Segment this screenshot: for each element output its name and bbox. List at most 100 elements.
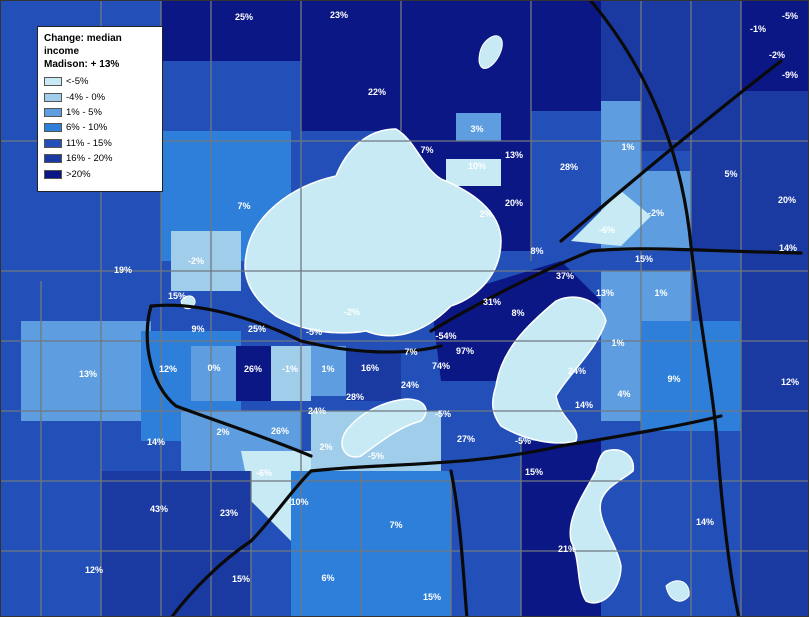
tract-percent-label: -5%	[514, 436, 532, 446]
legend-class-row: 6% - 10%	[44, 120, 156, 135]
legend-class-row: -4% - 0%	[44, 89, 156, 104]
tract-percent-label: 15%	[634, 254, 654, 264]
tract-north-light	[456, 113, 501, 141]
tract-far-sw	[1, 421, 101, 616]
east-washington-highway	[429, 247, 803, 333]
tract-percent-label: 14%	[574, 400, 594, 410]
map-legend: Change: median income Madison: + 13% <-5…	[37, 26, 163, 192]
tract-isthmus-w4	[311, 346, 346, 396]
tract-percent-label: 28%	[345, 392, 365, 402]
legend-class-label: 16% - 20%	[66, 153, 113, 165]
legend-class-label: -4% - 0%	[66, 91, 106, 103]
legend-swatch	[44, 169, 62, 179]
legend-swatch	[44, 92, 62, 102]
tract-percent-label: 9%	[667, 374, 681, 384]
tract-percent-label: 14%	[695, 517, 715, 527]
tract-percent-label: -2%	[343, 307, 361, 317]
legend-class-label: >20%	[66, 168, 91, 180]
tract-west-light	[171, 231, 241, 291]
tract-percent-label: 31%	[482, 297, 502, 307]
tract-percent-label: 26%	[243, 364, 263, 374]
tract-percent-label: 14%	[778, 243, 798, 253]
tract-percent-label: 0%	[207, 363, 221, 373]
tract-percent-label: 24%	[567, 366, 587, 376]
tract-percent-label: 13%	[78, 369, 98, 379]
isthmus-highway	[149, 303, 443, 354]
legend-class-row: 11% - 15%	[44, 136, 156, 151]
tract-percent-label: 23%	[219, 508, 239, 518]
tract-percent-label: 15%	[524, 467, 544, 477]
tract-percent-label: -2%	[187, 256, 205, 266]
tract-percent-label: 1%	[611, 338, 625, 348]
tract-percent-label: -9%	[781, 70, 799, 80]
tract-percent-label: 1%	[654, 288, 668, 298]
tract-percent-label: 15%	[231, 574, 251, 584]
tract-percent-label: 24%	[400, 380, 420, 390]
tract-percent-label: -5%	[434, 409, 452, 419]
tract-isthmus-w2	[236, 346, 271, 401]
tract-sw-dark	[101, 471, 251, 616]
legend-swatch	[44, 138, 62, 148]
legend-swatch	[44, 107, 62, 117]
tract-percent-label: 12%	[780, 377, 800, 387]
tract-percent-label: 12%	[158, 364, 178, 374]
tract-percent-label: 15%	[167, 291, 187, 301]
tract-percent-label: 1%	[321, 364, 335, 374]
tract-percent-label: 10%	[467, 161, 487, 171]
interstate-90	[589, 1, 741, 616]
tract-ne-corner	[741, 1, 808, 91]
tract-percent-label: 26%	[270, 426, 290, 436]
tract-west-band	[21, 321, 151, 421]
tract-percent-label: 21%	[557, 544, 577, 554]
tract-percent-label: 37%	[555, 271, 575, 281]
legend-class-row: 1% - 5%	[44, 105, 156, 120]
legend-swatch	[44, 123, 62, 133]
tract-percent-label: 7%	[237, 201, 251, 211]
tract-percent-label: 8%	[530, 246, 544, 256]
tract-percent-label: 2%	[216, 427, 230, 437]
lake-monona	[491, 296, 607, 444]
tract-percent-label: 13%	[595, 288, 615, 298]
tract-percent-label: -6%	[598, 225, 616, 235]
tract-south-mid	[291, 471, 451, 616]
tract-percent-label: -1%	[749, 24, 767, 34]
tract-percent-label: -6%	[255, 468, 273, 478]
legend-class-label: 6% - 10%	[66, 122, 108, 134]
legend-class-row: <-5%	[44, 74, 156, 89]
tract-percent-label: 24%	[307, 406, 327, 416]
tract-percent-label: 7%	[404, 347, 418, 357]
tract-percent-label: 19%	[113, 265, 133, 275]
tract-percent-label: 9%	[191, 324, 205, 334]
tract-percent-label: -54%	[435, 331, 457, 341]
tract-percent-label: 27%	[456, 434, 476, 444]
tract-percent-label: 2%	[479, 209, 493, 219]
tract-percent-label: 7%	[420, 145, 434, 155]
tract-percent-label: 25%	[247, 324, 267, 334]
tract-percent-label: -2%	[768, 50, 786, 60]
tract-percent-label: 8%	[511, 308, 525, 318]
west-beltline-highway	[145, 304, 313, 458]
tract-percent-label: 7%	[389, 520, 403, 530]
tract-percent-label: 2%	[319, 442, 333, 452]
tract-percent-label: 15%	[422, 592, 442, 602]
tract-percent-label: -5%	[781, 11, 799, 21]
tract-percent-label: -1%	[281, 364, 299, 374]
tract-percent-label: 25%	[234, 12, 254, 22]
tract-percent-label: 43%	[149, 504, 169, 514]
tract-isthmus-w5	[346, 351, 401, 401]
tract-percent-label: 3%	[470, 124, 484, 134]
legend-summary: Madison: + 13%	[44, 59, 120, 70]
tract-isthmus-w1	[191, 346, 236, 401]
legend-class-row: >20%	[44, 166, 156, 181]
lakes	[180, 35, 690, 604]
tract-percent-label: 28%	[559, 162, 579, 172]
pond-south	[665, 580, 690, 602]
tract-ne-cyan	[571, 191, 651, 246]
tract-percent-label: 20%	[777, 195, 797, 205]
legend-class-label: <-5%	[66, 76, 89, 88]
lake-waubesa	[569, 449, 635, 604]
beltline-highway	[170, 414, 723, 616]
